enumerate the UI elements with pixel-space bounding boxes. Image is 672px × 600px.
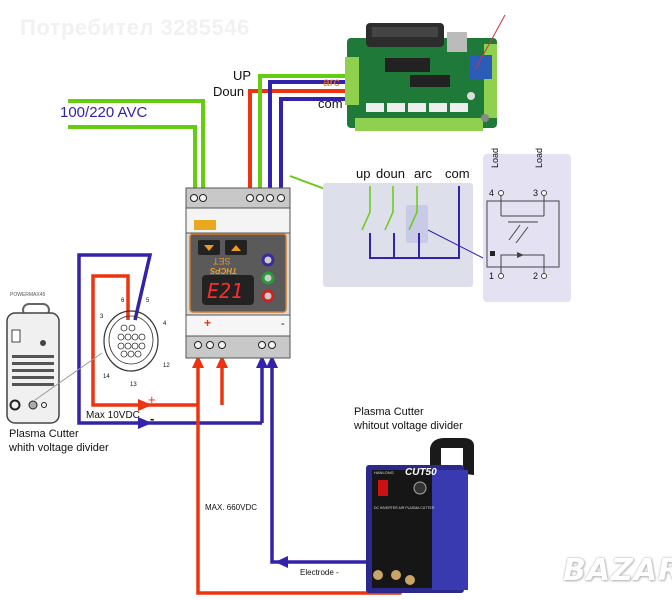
electrode-arrow bbox=[275, 556, 288, 568]
right-cutter-subtitle: DC INVERTER AIR PLASMA CUTTER bbox=[374, 506, 435, 510]
max-voltage-label: MAX. 660VDC bbox=[205, 503, 258, 512]
switch-label-com: com bbox=[445, 166, 470, 181]
user-watermark: Потребител 3285546 bbox=[20, 15, 250, 40]
plasma-cutter-right bbox=[366, 438, 475, 593]
callout-line-green bbox=[289, 175, 326, 190]
relay-pin-1: 1 bbox=[489, 271, 495, 281]
controller-brand: THCPS bbox=[210, 266, 238, 275]
blue-arrow-1 bbox=[256, 355, 268, 368]
electrode-label: Electrode - bbox=[300, 568, 339, 577]
controller-set-label: SET bbox=[213, 256, 231, 266]
right-cutter-model: CUT50 bbox=[405, 467, 437, 478]
right-cutter-brand: HANLONG bbox=[374, 470, 394, 475]
plasma-cutter-left bbox=[6, 303, 103, 424]
left-cutter-title-1: Plasma Cutter bbox=[9, 428, 79, 440]
bazar-logo: BAZAR bbox=[563, 553, 672, 588]
blue-arrow-2 bbox=[266, 355, 278, 368]
power-wires bbox=[68, 99, 205, 188]
switch-label-arc: arc bbox=[414, 166, 433, 181]
pin-label-6: 6 bbox=[121, 298, 125, 304]
right-cutter-title-2: whitout voltage divider bbox=[354, 420, 463, 432]
signal-wires bbox=[248, 74, 345, 188]
left-cutter-brand: POWERMAX45 bbox=[10, 292, 46, 298]
controller-minus: - bbox=[281, 318, 285, 330]
plus-sign: + bbox=[148, 392, 156, 407]
ssr-schematic bbox=[483, 154, 571, 302]
controller-plus: + bbox=[204, 316, 212, 330]
pin-label-4: 4 bbox=[163, 321, 167, 327]
divider-wires bbox=[77, 253, 262, 425]
breakout-board bbox=[345, 23, 497, 131]
board-label-arc: arc bbox=[323, 75, 340, 89]
power-label: 100/220 AVC bbox=[60, 104, 148, 121]
right-cutter-title-1: Plasma Cutter bbox=[354, 406, 424, 418]
controller-display: E21 bbox=[207, 279, 244, 303]
red-arrow-2 bbox=[216, 355, 228, 368]
minus-sign: - bbox=[150, 411, 155, 426]
pointer-line bbox=[474, 14, 506, 71]
switch-label-up: up bbox=[356, 166, 371, 181]
board-label-up: UP bbox=[233, 68, 252, 83]
pin-label-14: 14 bbox=[103, 374, 110, 380]
switch-panel bbox=[323, 183, 486, 287]
relay-load-right: Load bbox=[534, 147, 544, 168]
board-label-down: Doun bbox=[213, 84, 245, 99]
relay-pin-3: 3 bbox=[533, 188, 539, 198]
pin-label-12: 12 bbox=[163, 363, 170, 369]
relay-pin-2: 2 bbox=[533, 271, 539, 281]
max-10vdc-label: Max 10VDC bbox=[86, 410, 140, 421]
left-cutter-title-2: whith voltage divider bbox=[9, 442, 109, 454]
red-arrow-1 bbox=[192, 355, 204, 368]
thc-controller bbox=[185, 187, 291, 359]
relay-load-left: Load bbox=[490, 147, 500, 168]
pin-label-3: 3 bbox=[100, 314, 104, 320]
cpc-connector bbox=[103, 310, 159, 372]
minus-arrow bbox=[138, 417, 152, 429]
plus-arrow bbox=[138, 399, 152, 411]
pin-label-5: 5 bbox=[146, 298, 150, 304]
switch-label-down: doun bbox=[376, 166, 405, 181]
board-label-com: com bbox=[318, 96, 343, 111]
pin-label-13: 13 bbox=[130, 382, 137, 388]
relay-pin-4: 4 bbox=[489, 188, 495, 198]
